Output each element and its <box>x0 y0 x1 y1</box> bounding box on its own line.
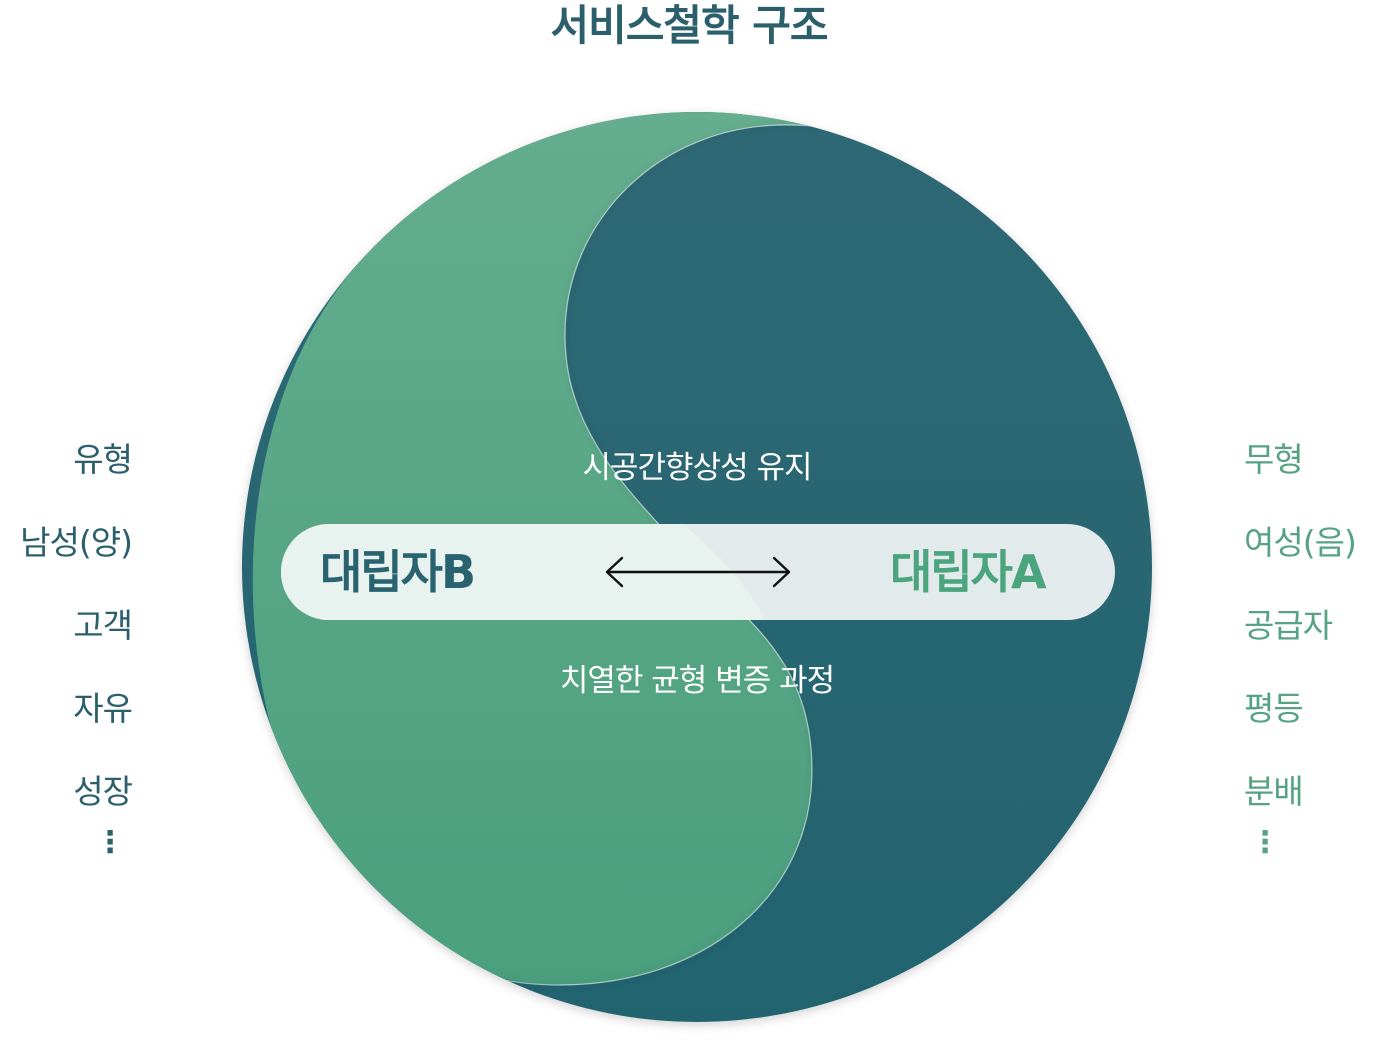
list-item: 자유 <box>73 689 133 728</box>
page-title: 서비스철학 구조 <box>550 1 828 50</box>
more-ellipsis-icon: ⋮ <box>1250 825 1280 860</box>
more-ellipsis-icon: ⋮ <box>95 825 125 860</box>
left-attribute-list: 유형 남성(양) 고객 자유 성장 ⋮ <box>20 418 133 873</box>
list-item: 공급자 <box>1244 606 1333 645</box>
bottom-caption: 치열한 균형 변증 과정 <box>559 663 835 699</box>
list-item: 평등 <box>1244 689 1304 728</box>
list-item: 고객 <box>73 606 133 645</box>
list-item: 여성(음) <box>1244 523 1357 562</box>
list-item: 무형 <box>1244 440 1304 479</box>
list-item: 성장 <box>73 772 133 811</box>
list-item: 유형 <box>73 440 133 479</box>
double-arrow-icon <box>605 556 791 588</box>
list-item: 분배 <box>1244 772 1304 811</box>
party-b-label: 대립자B <box>320 545 476 599</box>
right-attribute-list: 무형 여성(음) 공급자 평등 분배 ⋮ <box>1244 418 1357 873</box>
top-caption: 시공간향상성 유지 <box>582 450 812 486</box>
list-item: 남성(양) <box>20 523 133 562</box>
party-a-label: 대립자A <box>890 545 1047 599</box>
